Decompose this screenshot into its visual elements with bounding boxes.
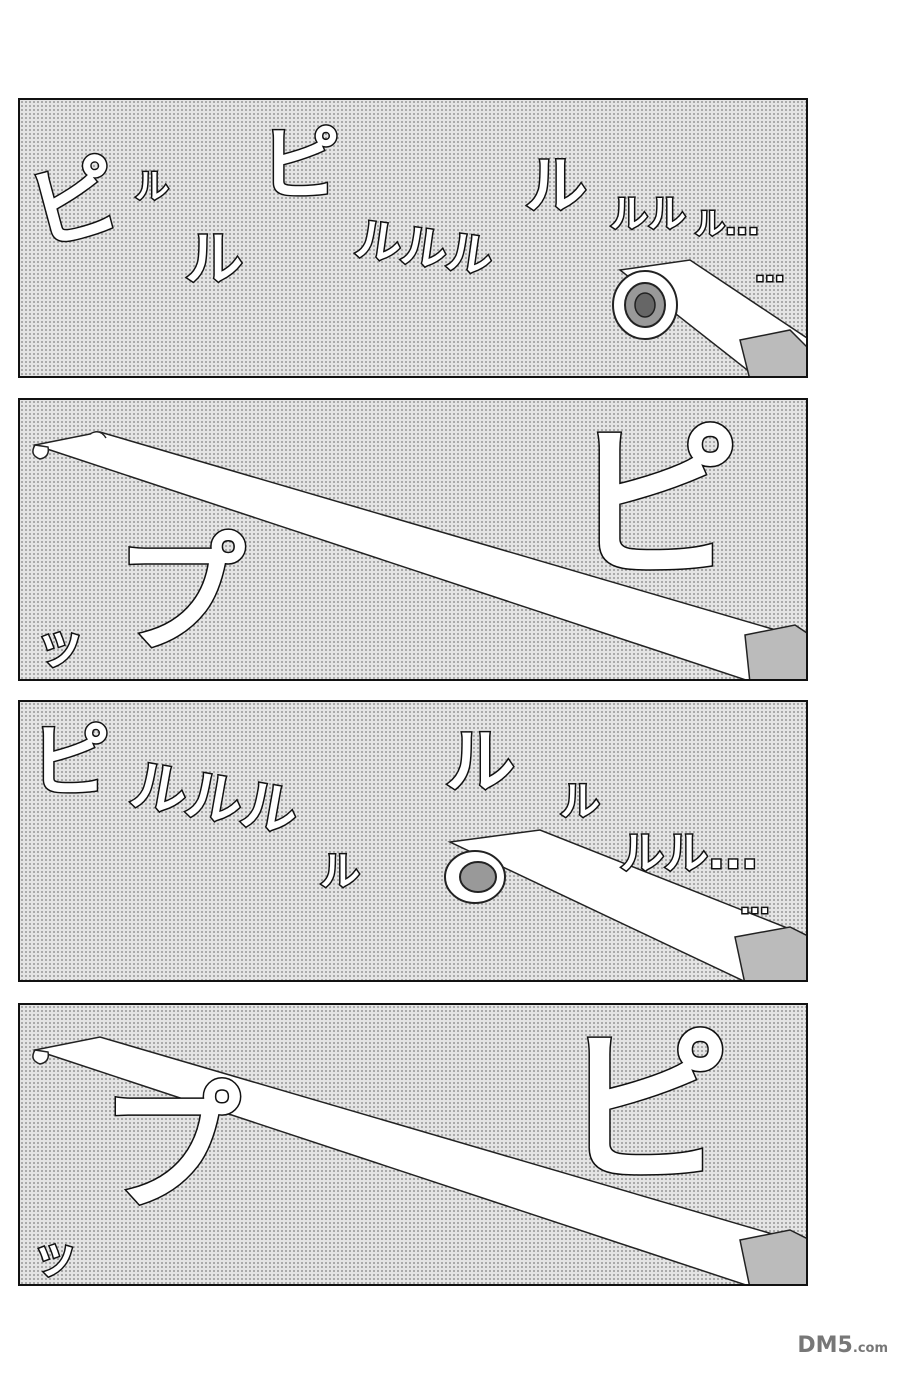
sfx-ru: ルル — [608, 192, 687, 236]
sfx-ru: ル — [183, 225, 244, 293]
sfx-ru: ル — [523, 149, 588, 222]
panel-3: ピ ルルル ル ル ル ルル... ... — [18, 700, 808, 982]
sfx-tsu: ッ — [31, 1229, 80, 1283]
party-horn-rolled — [444, 829, 806, 980]
party-horn-rolled — [612, 259, 806, 376]
panel-2: ピ プ ッ — [18, 398, 808, 681]
sfx-ru: ル — [319, 849, 362, 895]
party-horn-extended — [32, 1036, 806, 1284]
party-horn-extended — [32, 431, 806, 679]
sfx-pu: プ — [113, 519, 246, 671]
watermark-logo: DM5.com — [797, 1333, 888, 1358]
sfx-pi: ピ — [29, 715, 112, 808]
sfx-pi: ピ — [568, 406, 741, 604]
sfx-pi: ピ — [259, 118, 342, 211]
sfx-ru: ル — [444, 721, 517, 803]
sfx-tsu: ッ — [34, 616, 87, 674]
sfx-pi: ピ — [558, 1011, 731, 1209]
sfx-dots: ... — [739, 890, 772, 920]
sfx-ru: ル... — [693, 207, 760, 242]
panel-4: ピ プ ッ — [18, 1003, 808, 1286]
sfx-ru: ル — [134, 167, 171, 207]
sfx-ru: ルル... — [618, 828, 759, 879]
sfx-dots: ... — [754, 258, 787, 288]
sfx-pu: プ — [98, 1068, 241, 1231]
panel-1: ピ ル ル ピ ルルル ル ルル ル... ... — [18, 98, 808, 378]
sfx-ru: ル — [559, 779, 602, 825]
